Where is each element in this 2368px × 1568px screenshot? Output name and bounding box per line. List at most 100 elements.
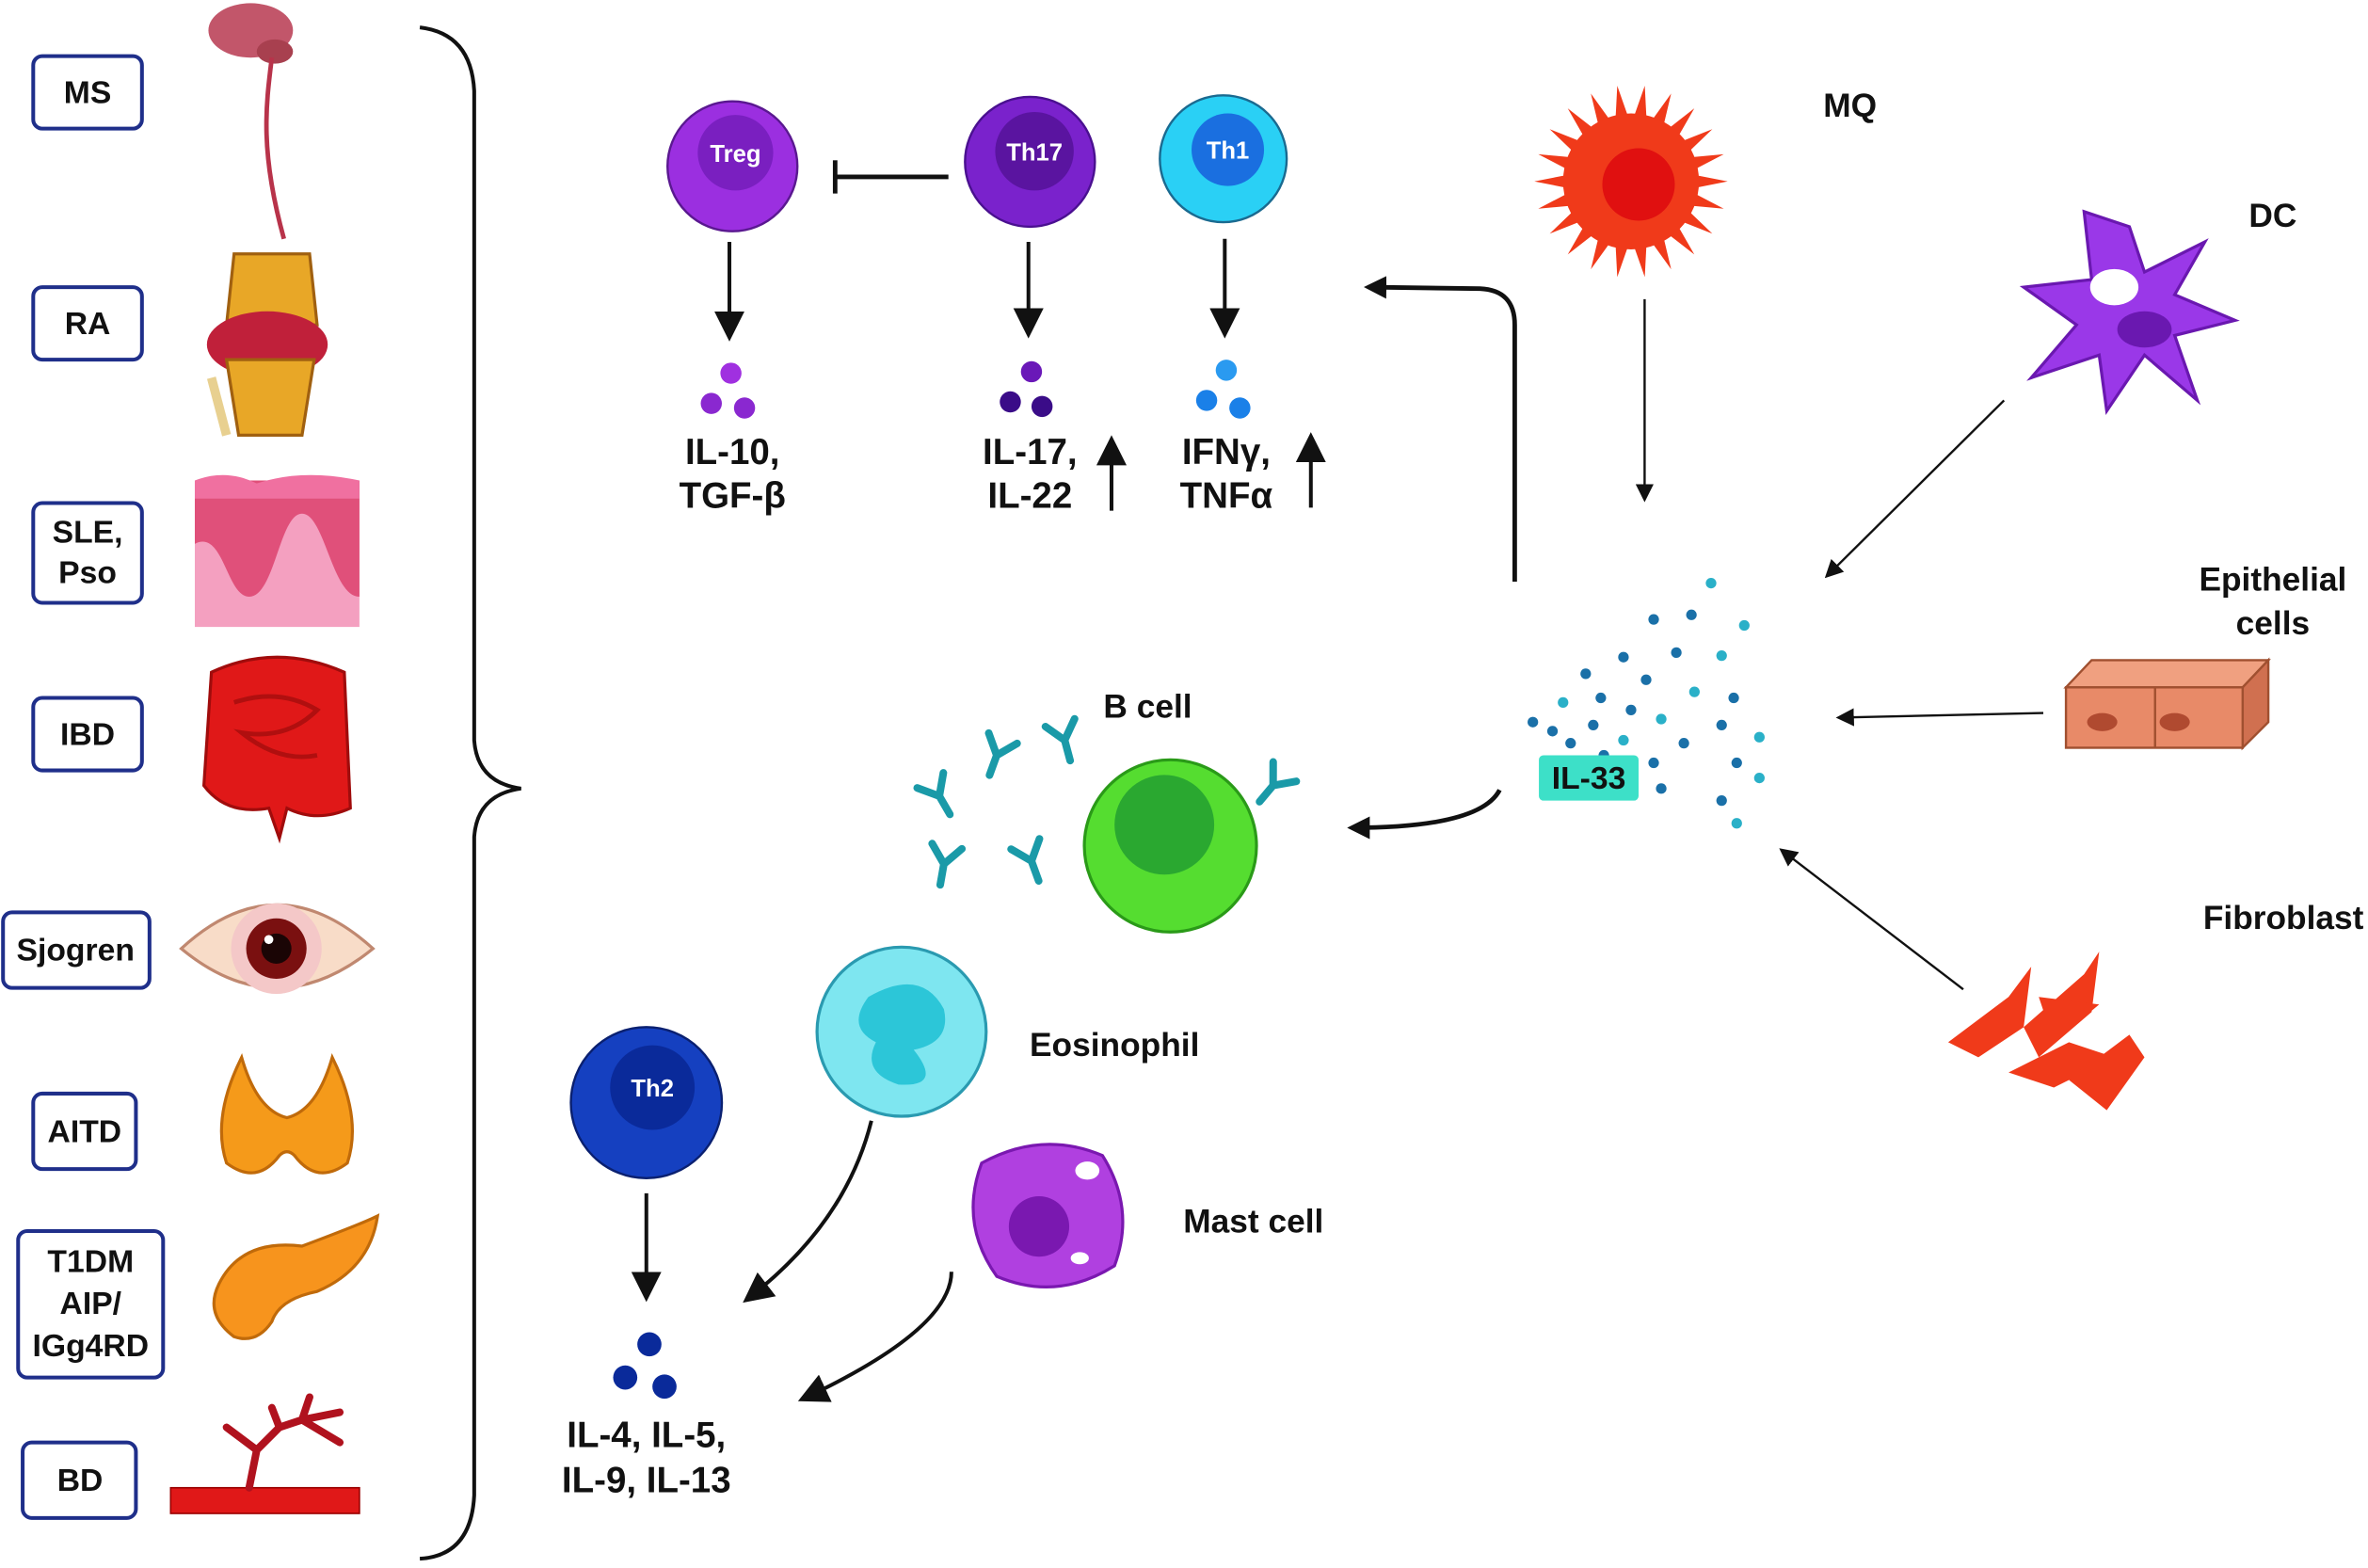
disease-label: SLE, (53, 515, 123, 550)
arrow-il33-to-t-cells (1363, 276, 1517, 582)
cytokine-label: TGF-β (680, 475, 786, 516)
thyroid-icon (219, 1053, 354, 1175)
th2-cell: Th2 (569, 1026, 724, 1180)
disease-label: Sjogren (17, 934, 135, 968)
dendritic-cell (2019, 209, 2240, 416)
il33-particle (1705, 577, 1717, 589)
fibroblast-cells (1947, 952, 2145, 1111)
disease-label: T1DM (47, 1244, 134, 1279)
brain-spinal-cord-icon (208, 3, 294, 240)
th17-cell: Th17 (964, 95, 1096, 229)
il33-particle (1753, 731, 1765, 743)
il33-particle (1716, 649, 1727, 662)
il33-particle (1716, 795, 1727, 807)
fibroblast-label: Fibroblast (2203, 900, 2364, 936)
il33-label: IL-33 (1552, 761, 1626, 796)
il33-particle (1618, 651, 1629, 663)
il33-particle (1588, 719, 1599, 731)
il33-particle (1686, 609, 1697, 620)
il33-particle (1618, 734, 1629, 746)
disease-ibd: IBD (31, 696, 144, 773)
disease-label: AIP/ (60, 1287, 122, 1321)
epithelial-label: cells (2236, 605, 2311, 642)
il33-particle (1580, 668, 1592, 680)
cytokine-dots-th2 (613, 1332, 677, 1400)
il33-badge: IL-33 (1539, 755, 1639, 801)
skin-icon (194, 474, 360, 628)
arrow-epithelial-to-il33 (1835, 708, 2044, 727)
disease-label: RA (65, 307, 111, 342)
disease-label: IGg4RD (33, 1329, 150, 1364)
pancreas-icon (212, 1213, 380, 1340)
cytokine-dots-th1 (1195, 360, 1251, 419)
eosinophil-cell (815, 945, 988, 1118)
cytokine-dots-th17 (1000, 360, 1053, 418)
il33-particle (1625, 704, 1637, 715)
antibodies (913, 714, 1301, 889)
disease-label: BD (57, 1464, 104, 1498)
disease-bd: BD (21, 1440, 138, 1520)
cytokine-label: IL-9, IL-13 (562, 1461, 731, 1501)
cytokine-dots-treg (700, 362, 756, 419)
epithelial-cells (2063, 657, 2271, 751)
il33-particle (1753, 772, 1765, 784)
arrow-il33-to-b-cell (1347, 789, 1502, 840)
il33-particle (1565, 738, 1576, 749)
il33-particle (1640, 674, 1652, 685)
arrow-mast-cell-to-cytokines (797, 1272, 953, 1402)
th1-cell: Th1 (1159, 94, 1288, 224)
il33-particle (1528, 716, 1539, 728)
mast-cell (971, 1143, 1125, 1289)
cytokine-label: IFNγ, (1182, 432, 1271, 472)
blood-vessel-icon (169, 1393, 360, 1514)
macrophage-spike (1690, 174, 1728, 189)
il33-particle (1656, 713, 1667, 725)
cell-label: Th17 (1006, 139, 1063, 166)
epithelial-label: Epithelial (2199, 562, 2346, 599)
disease-label: IBD (60, 717, 115, 752)
treg-cell: Treg (666, 100, 799, 232)
intestine-icon (201, 655, 352, 844)
il33-particle (1716, 719, 1727, 731)
arrow-fibroblast-to-il33 (1779, 848, 1964, 991)
antibody-icon (913, 769, 954, 819)
dc-label: DC (2248, 198, 2296, 234)
eye-icon (179, 903, 376, 995)
macrophage-cell (1534, 86, 1728, 278)
antibody-icon (1007, 835, 1044, 885)
cytokine-label: TNFα (1180, 475, 1273, 516)
il33-particle (1731, 818, 1742, 829)
cell-label: Treg (710, 141, 760, 168)
antibody-icon (984, 728, 1021, 779)
disease-label: Pso (58, 556, 117, 591)
il33-particle (1558, 696, 1569, 708)
il33-particle (1678, 738, 1689, 749)
macrophage-spike (1534, 174, 1572, 189)
disease-sle-pso: SLE, Pso (31, 501, 144, 605)
grouping-brace (419, 25, 521, 1561)
disease-label: AITD (48, 1114, 122, 1149)
disease-t1dm-aip-igg4rd: T1DM AIP/ IGg4RD (16, 1228, 166, 1380)
arrow-dc-to-il33 (1824, 399, 2006, 579)
il33-particle (1728, 692, 1739, 704)
il33-particle (1671, 647, 1682, 659)
cytokine-label: IL-10, (685, 432, 780, 472)
antibody-icon (928, 840, 967, 889)
cell-label: Th2 (631, 1076, 674, 1102)
antibody-icon (1256, 758, 1301, 806)
disease-ms: MS (31, 54, 144, 131)
knee-joint-icon (206, 252, 328, 437)
il33-particle (1648, 757, 1659, 769)
b-cell (1082, 758, 1258, 934)
il33-particle (1648, 614, 1659, 625)
disease-aitd: AITD (31, 1091, 138, 1172)
cytokine-label: IL-22 (987, 475, 1072, 516)
disease-ra: RA (31, 285, 144, 362)
il33-particle (1595, 692, 1607, 704)
il33-particle (1738, 619, 1750, 632)
mast-cell-label: Mast cell (1183, 1204, 1323, 1240)
cytokine-label: IL-4, IL-5, (567, 1415, 726, 1455)
il33-particle (1546, 726, 1559, 737)
arrow-eosinophil-to-cytokines (743, 1120, 873, 1304)
